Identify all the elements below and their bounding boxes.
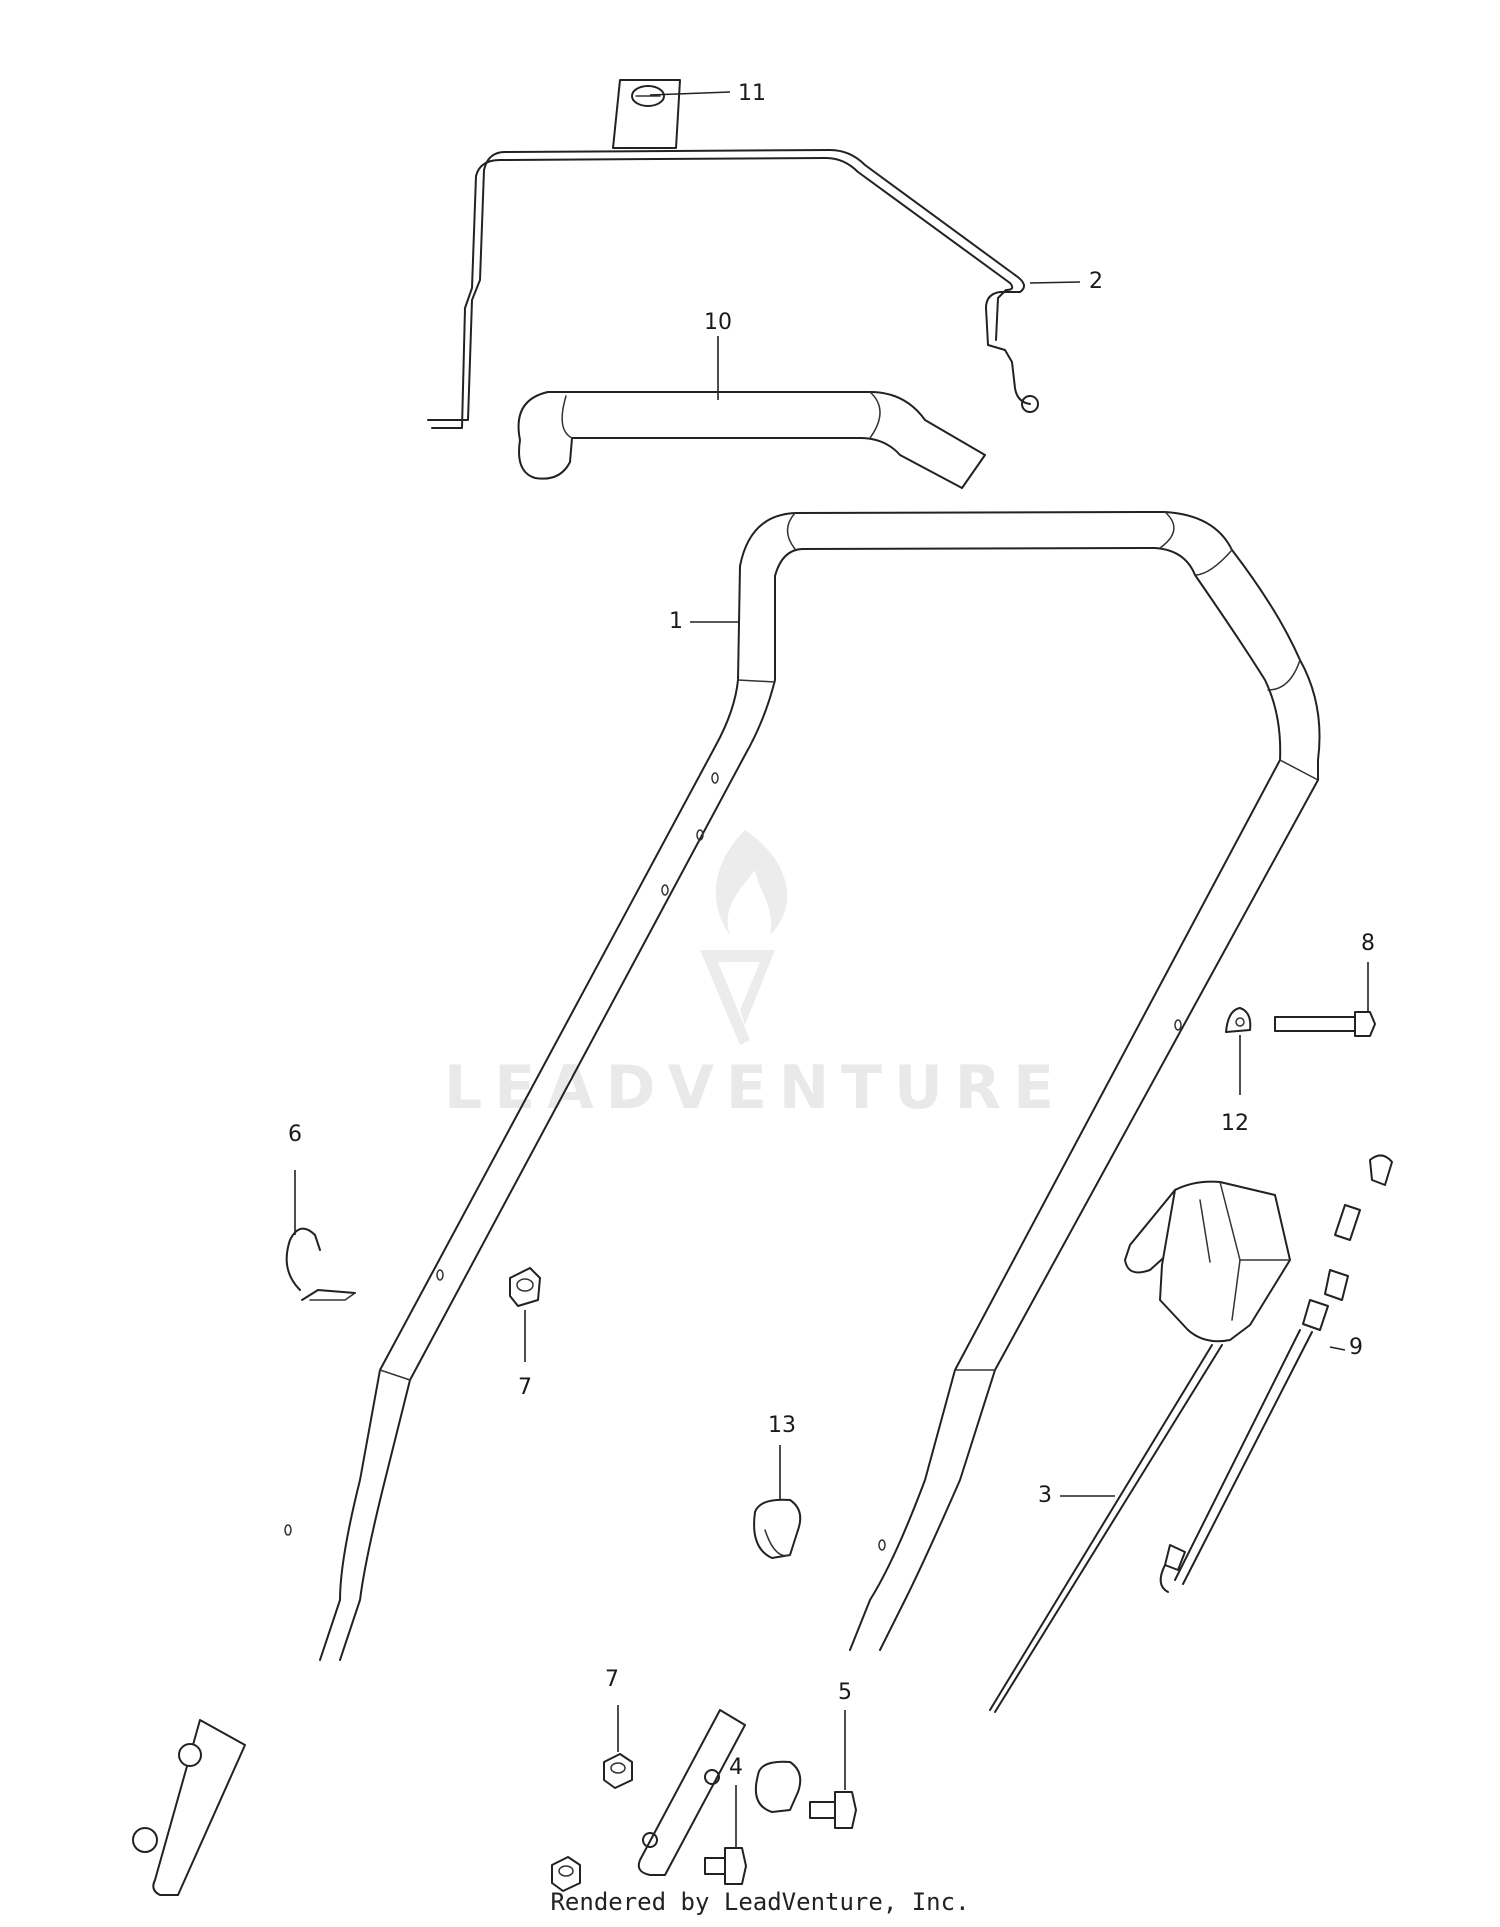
part-7-nut-b [603,1753,633,1789]
callout-11: 11 [738,81,766,106]
callout-5: 5 [838,1680,852,1705]
part-8-bolt [1274,1011,1376,1037]
part-3-control [989,1180,1291,1713]
callout-7-b: 7 [605,1667,619,1692]
part-13-clip [753,1498,802,1559]
callout-8: 8 [1361,931,1375,956]
callout-4: 4 [729,1755,743,1780]
part-10-grip [517,391,986,489]
clip-bottom [754,1760,802,1813]
watermark-text: LEADVENTURE [444,1053,1066,1123]
part-7-nut-a [509,1267,541,1307]
callout-13: 13 [768,1413,796,1438]
part-4-bolt [704,1847,747,1885]
part-2-bail [427,149,1039,429]
part-11-label-tag [612,79,681,149]
flame-v-logo-icon [700,830,788,1045]
callout-9: 9 [1349,1335,1363,1360]
callout-12: 12 [1221,1111,1249,1136]
watermark: LEADVENTURE [444,830,1066,1123]
callout-2: 2 [1089,269,1103,294]
part-1-main-handle [132,511,1321,1896]
part-6-pin [285,1227,356,1301]
footer-credit: Rendered by LeadVenture, Inc. [550,1888,969,1916]
leader-lines [294,91,1369,1848]
part-12-washer [1225,1007,1252,1033]
nut-bottom [551,1856,581,1892]
callout-3: 3 [1038,1483,1052,1508]
callout-10: 10 [704,310,732,335]
callout-1: 1 [669,609,683,634]
callout-7-a: 7 [518,1375,532,1400]
part-9-cable [1159,1154,1393,1593]
callout-labels: 1 2 3 4 5 6 7 7 8 9 10 11 12 13 [288,81,1375,1780]
callout-6: 6 [288,1122,302,1147]
part-5-bolt [809,1791,857,1829]
